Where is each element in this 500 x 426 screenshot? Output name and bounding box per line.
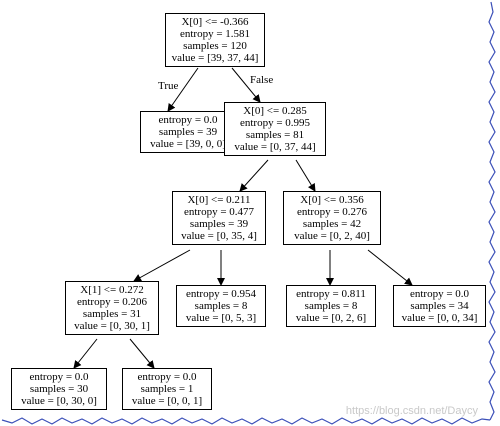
tree-node-split: X[0] <= 0.356 entropy = 0.276 samples = …: [283, 191, 381, 245]
node-line: value = [39, 0, 0]: [150, 138, 226, 150]
edge-n2-n4: [295, 159, 316, 192]
node-line: entropy = 0.811: [296, 288, 366, 300]
node-line: entropy = 0.0: [409, 288, 470, 300]
node-line: samples = 8: [304, 300, 358, 312]
node-line: samples = 31: [82, 308, 142, 320]
node-line: samples = 81: [245, 129, 305, 141]
node-line: samples = 120: [183, 40, 247, 52]
edge-root-n1: [167, 67, 199, 112]
tree-node-root: X[0] <= -0.366 entropy = 1.581 samples =…: [165, 13, 265, 67]
node-line: entropy = 0.477: [183, 206, 255, 218]
edge-n5-n10: [129, 338, 155, 369]
node-line: entropy = 0.954: [185, 288, 257, 300]
node-line: entropy = 0.0: [29, 371, 89, 383]
node-line: entropy = 1.581: [179, 28, 251, 40]
tree-node-leaf: entropy = 0.0 samples = 1 value = [0, 0,…: [122, 368, 212, 410]
edge-n2-n3: [239, 159, 269, 192]
node-line: value = [0, 5, 3]: [185, 312, 257, 324]
node-line: value = [0, 2, 6]: [295, 312, 367, 324]
node-line: samples = 8: [194, 300, 248, 312]
tree-node-split: X[0] <= 0.211 entropy = 0.477 samples = …: [172, 191, 266, 245]
node-line: X[0] <= 0.356: [300, 194, 364, 206]
tree-node-split: X[0] <= 0.285 entropy = 0.995 samples = …: [224, 102, 326, 156]
tree-node-leaf: entropy = 0.0 samples = 30 value = [0, 3…: [11, 368, 107, 410]
edge-n4-n8: [367, 249, 413, 286]
node-line: samples = 30: [29, 383, 89, 395]
node-line: value = [0, 30, 0]: [21, 395, 97, 407]
node-line: samples = 39: [189, 218, 249, 230]
node-line: entropy = 0.995: [239, 117, 311, 129]
edge-n3-n5: [133, 249, 191, 282]
node-line: X[0] <= 0.211: [187, 194, 251, 206]
node-line: value = [0, 0, 1]: [131, 395, 203, 407]
edge-n5-n9: [73, 338, 98, 369]
node-line: entropy = 0.206: [76, 296, 148, 308]
node-line: samples = 34: [410, 300, 469, 312]
edge-label-false: False: [250, 74, 274, 86]
node-line: samples = 42: [302, 218, 362, 230]
frame-right-edge: [488, 1, 496, 421]
node-line: value = [39, 37, 44]: [171, 52, 259, 64]
node-line: value = [0, 35, 4]: [181, 230, 257, 242]
node-line: samples = 39: [158, 126, 218, 138]
node-line: X[0] <= -0.366: [181, 16, 249, 28]
node-line: X[1] <= 0.272: [80, 284, 144, 296]
tree-node-leaf: entropy = 0.811 samples = 8 value = [0, …: [286, 285, 376, 327]
tree-node-leaf: entropy = 0.954 samples = 8 value = [0, …: [176, 285, 266, 327]
edge-label-true: True: [158, 80, 179, 92]
watermark-text: https://blog.csdn.net/Daycy: [345, 405, 478, 417]
node-line: X[0] <= 0.285: [243, 105, 307, 117]
node-line: value = [0, 0, 34]: [401, 312, 478, 324]
tree-node-leaf: entropy = 0.0 samples = 39 value = [39, …: [140, 111, 236, 153]
node-line: samples = 1: [140, 383, 194, 395]
node-line: value = [0, 30, 1]: [74, 320, 150, 332]
node-line: entropy = 0.0: [158, 114, 218, 126]
node-line: value = [0, 37, 44]: [234, 141, 316, 153]
node-line: entropy = 0.276: [296, 206, 368, 218]
node-line: value = [0, 2, 40]: [294, 230, 370, 242]
edge-root-n2: [231, 67, 261, 103]
tree-node-split: X[1] <= 0.272 entropy = 0.206 samples = …: [65, 281, 159, 335]
frame-bottom-edge: [1, 417, 491, 425]
tree-node-leaf: entropy = 0.0 samples = 34 value = [0, 0…: [393, 285, 486, 327]
node-line: entropy = 0.0: [137, 371, 197, 383]
